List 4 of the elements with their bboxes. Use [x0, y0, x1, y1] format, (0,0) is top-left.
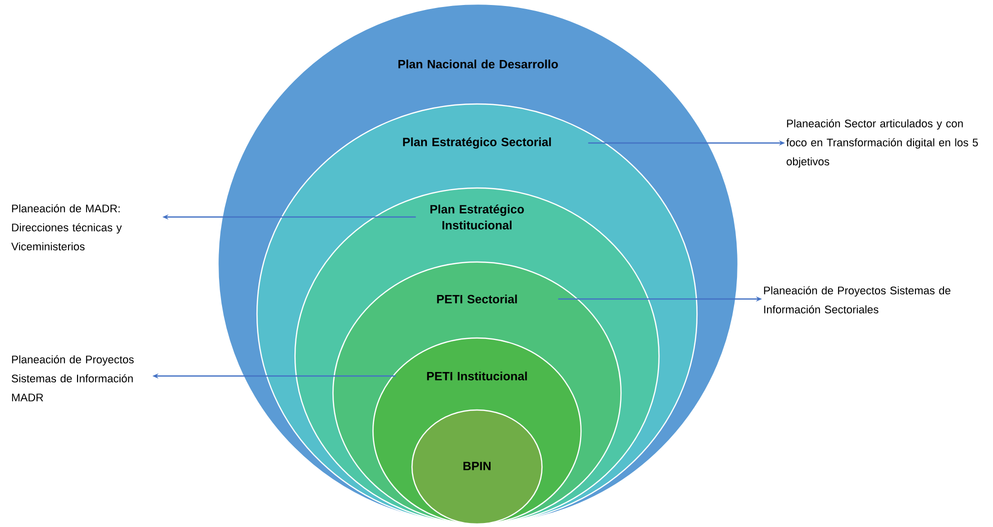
note-text: Planeación de Proyectos Sistemas de Información Sectoriales: [764, 286, 950, 314]
note-text: Planeación de MADR: Direcciones técnicas y Viceministerios: [11, 204, 122, 250]
note-text: Planeación Sector articulados y con foco en Transformación digital en los 5 objetivos: [786, 119, 978, 168]
note-text: Planeación de Proyectos Sistemas de Información MADR: [12, 355, 134, 402]
